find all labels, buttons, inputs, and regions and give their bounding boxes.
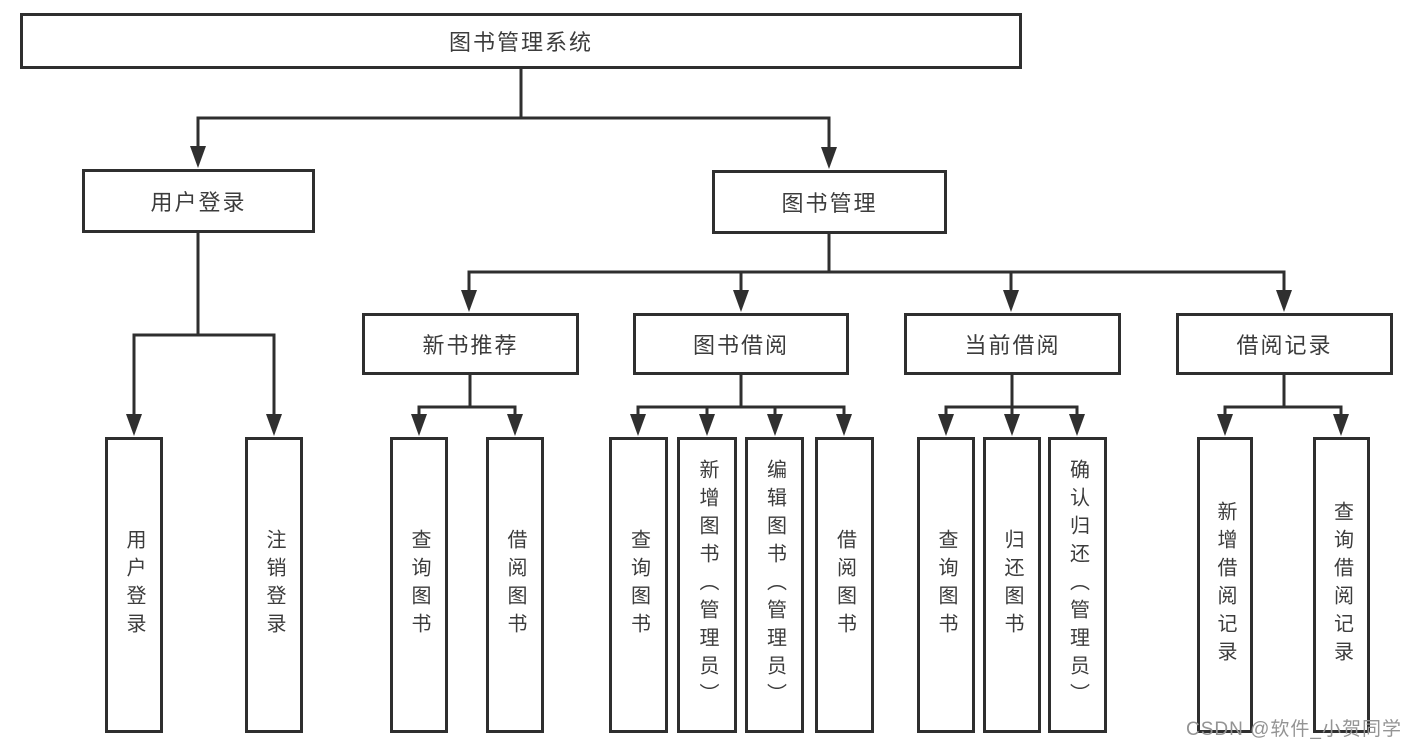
node-current-borrow: 当前借阅 <box>904 313 1121 375</box>
connector-borrow-records-children <box>1217 375 1349 436</box>
leaf-bb-borrow-books: 借阅图书 <box>815 437 874 733</box>
leaf-logout-label: 注销登录 <box>263 529 285 641</box>
leaf-bb-query-books-label: 查询图书 <box>627 529 650 641</box>
node-borrow-records: 借阅记录 <box>1176 313 1393 375</box>
csdn-watermark: CSDN @软件_小贺同学 <box>1186 719 1402 740</box>
leaf-bb-edit-books-admin: 编辑图书（管理员） <box>745 437 804 733</box>
node-current-borrow-label: 当前借阅 <box>964 333 1061 358</box>
node-book-mgmt-label: 图书管理 <box>781 191 878 216</box>
leaf-rec-borrow-books-label: 借阅图书 <box>504 529 526 641</box>
leaf-cb-query-books-label: 查询图书 <box>935 529 957 641</box>
node-book-borrow-label: 图书借阅 <box>692 333 789 358</box>
leaf-bb-add-books-admin-label: 新增图书（管理员） <box>696 459 718 711</box>
leaf-user-login-label: 用户登录 <box>123 529 145 641</box>
connector-current-borrow-children <box>938 375 1085 436</box>
node-root: 图书管理系统 <box>20 13 1022 69</box>
leaf-cb-confirm-return-admin: 确认归还（管理员） <box>1048 437 1107 733</box>
node-root-label: 图书管理系统 <box>448 30 593 55</box>
connector-book-mgmt-children <box>461 234 1292 312</box>
node-new-book-recommend-label: 新书推荐 <box>422 333 519 358</box>
leaf-rec-borrow-books: 借阅图书 <box>486 437 544 733</box>
connector-book-borrow-children <box>630 375 852 436</box>
node-user-login: 用户登录 <box>82 169 315 233</box>
leaf-cb-query-books: 查询图书 <box>917 437 975 733</box>
leaf-bb-add-books-admin: 新增图书（管理员） <box>677 437 737 733</box>
leaf-br-query-record: 查询借阅记录 <box>1313 437 1370 733</box>
leaf-bb-borrow-books-label: 借阅图书 <box>833 529 856 641</box>
leaf-cb-confirm-return-admin-label: 确认归还（管理员） <box>1066 459 1089 711</box>
leaf-user-login: 用户登录 <box>105 437 163 733</box>
leaf-br-add-record-label: 新增借阅记录 <box>1214 501 1236 669</box>
connector-root-children <box>190 68 837 169</box>
node-user-login-label: 用户登录 <box>150 190 247 215</box>
leaf-logout: 注销登录 <box>245 437 303 733</box>
leaf-cb-return-books: 归还图书 <box>983 437 1041 733</box>
leaf-bb-query-books: 查询图书 <box>609 437 668 733</box>
leaf-rec-query-books-label: 查询图书 <box>408 529 430 641</box>
connector-new-book-rec-children <box>411 375 523 436</box>
leaf-bb-edit-books-admin-label: 编辑图书（管理员） <box>763 459 786 711</box>
leaf-br-query-record-label: 查询借阅记录 <box>1330 501 1353 669</box>
node-borrow-records-label: 借阅记录 <box>1236 333 1333 358</box>
node-book-borrow: 图书借阅 <box>633 313 849 375</box>
connector-user-login-children <box>126 233 282 436</box>
leaf-cb-return-books-label: 归还图书 <box>1001 529 1023 641</box>
leaf-br-add-record: 新增借阅记录 <box>1197 437 1253 733</box>
node-book-mgmt: 图书管理 <box>712 170 947 234</box>
leaf-rec-query-books: 查询图书 <box>390 437 448 733</box>
node-new-book-recommend: 新书推荐 <box>362 313 579 375</box>
